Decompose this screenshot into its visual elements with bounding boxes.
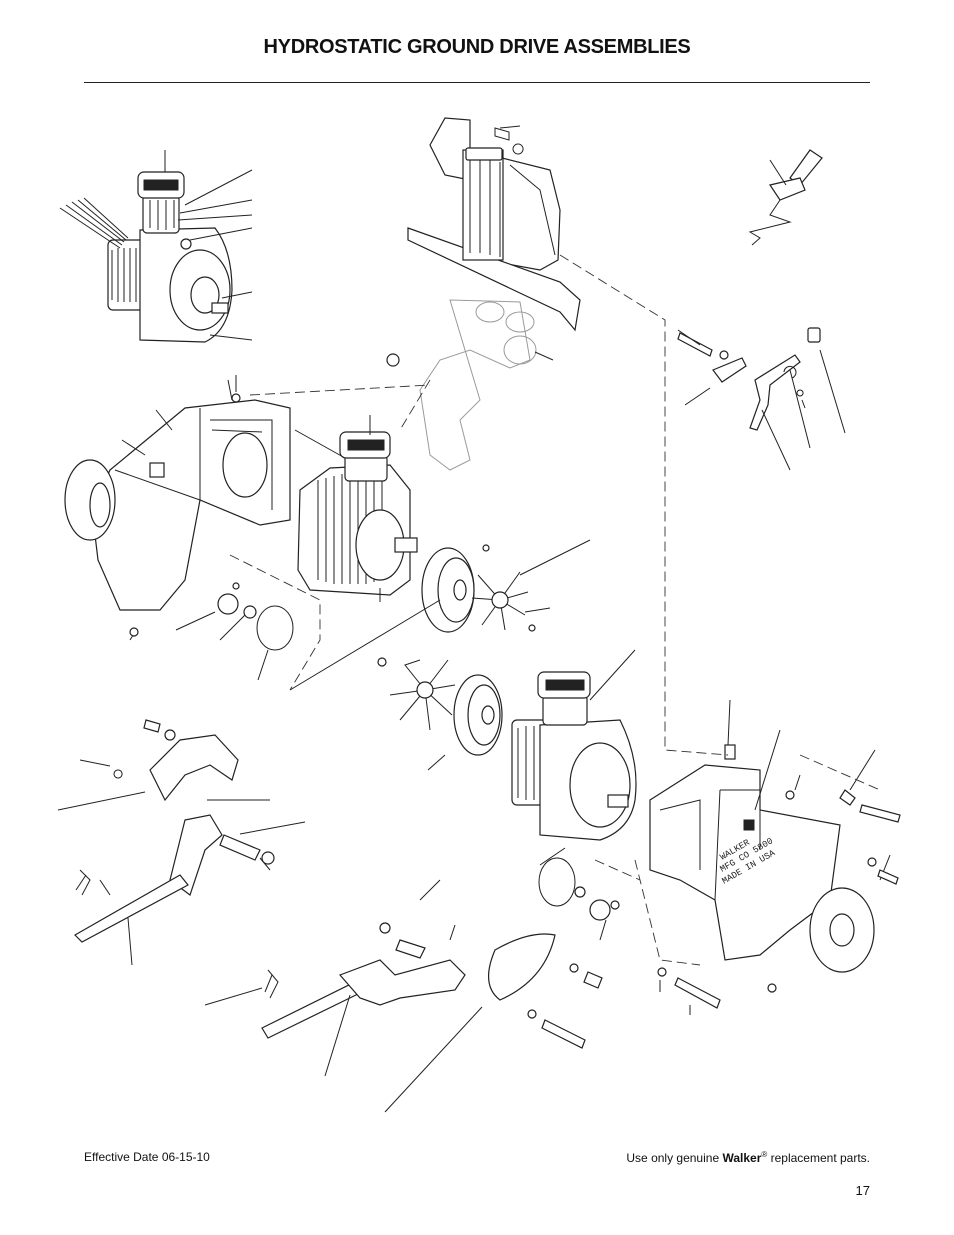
control-lever-top-right [748,149,823,246]
fan-blade-lower [389,659,456,731]
fan-blade-center [471,571,529,631]
arm-shaft-left [74,814,275,943]
pulley-lower [453,674,503,756]
registered-mark: ® [761,1150,768,1159]
page-number: 17 [855,1183,870,1198]
hydro-pump-lower [511,671,637,841]
footer-suffix: replacement parts. [767,1151,870,1165]
arm-shaft-lower [261,922,466,1039]
hydro-pump-center [297,431,418,602]
arm-bracket-left [79,719,239,802]
footer-note: Use only genuine Walker® replacement par… [626,1150,870,1165]
footer-prefix: Use only genuine [626,1151,720,1165]
gear-housing-left [64,399,291,611]
mount-bracket [407,117,581,332]
cover-plate-lower [488,933,556,1001]
hydro-pump-top-left [107,171,233,343]
faded-bracket [419,299,537,471]
brand-name: Walker [722,1151,762,1165]
pulley-center [421,547,475,633]
page-title: HYDROSTATIC GROUND DRIVE ASSEMBLIES [263,36,691,58]
gearbox-right: WALKER MFG CO 5800 MADE IN USA [649,764,875,973]
exploded-parts-diagram: WALKER MFG CO 5800 MADE IN USA [57,117,901,1113]
title-rule [84,82,870,83]
effective-date: Effective Date 06-15-10 [84,1150,210,1164]
